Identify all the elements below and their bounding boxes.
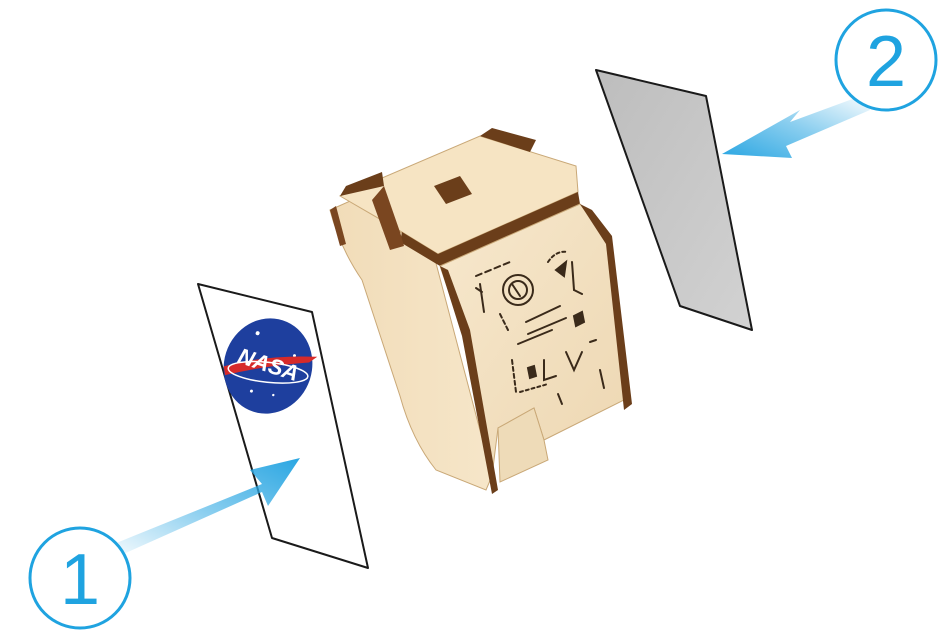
step-callout-1: 1 bbox=[30, 528, 130, 628]
gray-panel-2 bbox=[596, 70, 752, 330]
step-number-2: 2 bbox=[866, 22, 906, 102]
step-number-1: 1 bbox=[60, 540, 100, 620]
step-callout-2: 2 bbox=[836, 10, 936, 110]
wooden-box bbox=[330, 128, 632, 494]
arrow-2-icon bbox=[722, 94, 870, 158]
sticker-panel-1: NASA bbox=[198, 284, 368, 568]
